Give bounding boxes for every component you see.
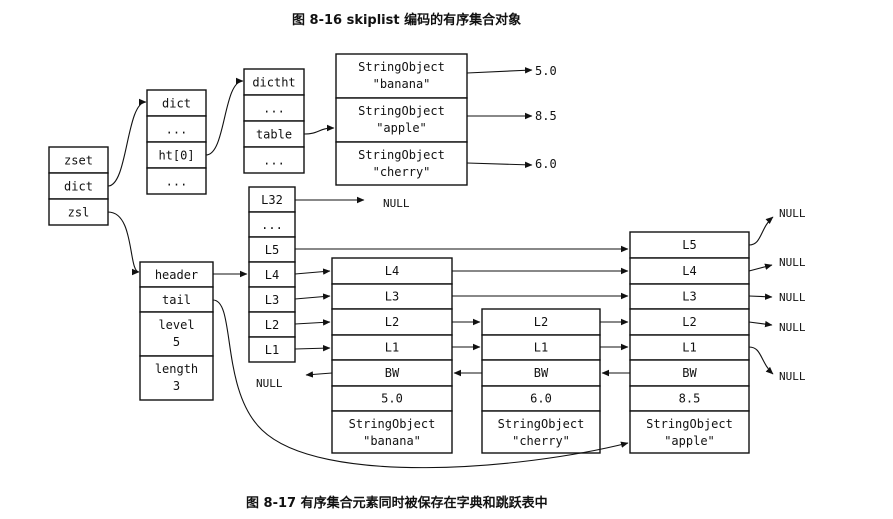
banana-member: "banana" — [363, 434, 421, 448]
dict-struct: dict ... ht[0] ... — [146, 89, 207, 195]
arrow-header-l1-banana — [294, 345, 331, 352]
arrow-apple-l5-null — [748, 216, 774, 246]
arrow-ht0-dictht — [205, 77, 244, 156]
apple-level-l5: L5 — [682, 238, 696, 252]
arrow-entry1-score — [466, 67, 533, 74]
null-label-backward: NULL — [256, 377, 283, 390]
header-level-l2: L2 — [265, 318, 279, 332]
banana-level-l4: L4 — [385, 264, 399, 278]
cherry-backward: BW — [534, 366, 549, 380]
dict-ellipsis-1: ... — [166, 123, 188, 137]
dict-entry-3-member: "cherry" — [373, 165, 431, 179]
zsl-level-value: 5 — [173, 335, 180, 349]
dict-entry-3-score: 6.0 — [535, 157, 557, 171]
arrow-header-l4-banana — [294, 268, 331, 275]
pointer-arrows — [107, 67, 774, 469]
null-label-l1: NULL — [779, 370, 806, 383]
apple-score: 8.5 — [679, 392, 701, 406]
dictht-table-field: table — [256, 128, 292, 142]
dict-entry-1-score: 5.0 — [535, 64, 557, 78]
cherry-level-l1: L1 — [534, 341, 548, 355]
header-level-l4: L4 — [265, 268, 279, 282]
arrow-banana-bw-null — [305, 371, 333, 378]
header-level-l1: L1 — [265, 343, 279, 357]
zskiplist-struct: header tail level 5 length 3 — [139, 261, 214, 401]
arrow-tail-apple — [212, 299, 629, 469]
skiplist-node-apple: L5 L4 L3 L2 L1 BW 8.5 StringObject "appl… — [629, 231, 750, 454]
apple-level-l4: L4 — [682, 264, 696, 278]
cherry-level-l2: L2 — [534, 315, 548, 329]
cherry-score: 6.0 — [530, 392, 552, 406]
null-labels: NULL NULL NULL NULL NULL NULL NULL — [256, 197, 806, 390]
null-label-l5: NULL — [779, 207, 806, 220]
cherry-member: "cherry" — [512, 434, 570, 448]
dict-entry-column: StringObject "banana" StringObject "appl… — [335, 53, 557, 186]
arrow-zsl-header — [107, 211, 140, 276]
dict-entry-2-type: StringObject — [358, 104, 445, 118]
zsl-tail-field: tail — [162, 293, 191, 307]
arrow-entry3-score — [466, 161, 533, 168]
dict-ht0-field: ht[0] — [158, 149, 194, 163]
dictht-ellipsis-2: ... — [263, 154, 285, 168]
arrow-header-l2-banana — [294, 319, 331, 326]
dictht-struct: dictht ... table ... — [243, 68, 305, 174]
banana-backward: BW — [385, 366, 400, 380]
arrow-apple-l4-null — [748, 263, 773, 272]
banana-level-l2: L2 — [385, 315, 399, 329]
dict-entry-3-type: StringObject — [358, 148, 445, 162]
arrow-header-l3-banana — [294, 293, 331, 300]
zset-label: zset — [64, 154, 93, 168]
zsl-length-value: 3 — [173, 379, 180, 393]
zsl-header-field: header — [155, 268, 198, 282]
dictht-label: dictht — [252, 76, 295, 90]
zset-dict-field: dict — [64, 180, 93, 194]
header-level-ellipsis: ... — [261, 218, 283, 232]
apple-object-type: StringObject — [646, 417, 733, 431]
arrow-apple-l1-null — [748, 346, 774, 375]
dict-entry-2-member: "apple" — [376, 121, 427, 135]
dict-entry-1-member: "banana" — [373, 77, 431, 91]
banana-level-l1: L1 — [385, 341, 399, 355]
figure-caption-bottom: 图 8-17 有序集合元素同时被保存在字典和跳跃表中 — [246, 496, 548, 511]
skiplist-header-node: L32 ... L5 L4 L3 L2 L1 — [248, 186, 296, 363]
null-label-l2: NULL — [779, 321, 806, 334]
banana-score: 5.0 — [381, 392, 403, 406]
apple-level-l3: L3 — [682, 290, 696, 304]
dictht-ellipsis-1: ... — [263, 102, 285, 116]
figure-caption-top: 图 8-16 skiplist 编码的有序集合对象 — [292, 13, 522, 28]
zset-struct: zset dict zsl — [48, 146, 109, 226]
banana-level-l3: L3 — [385, 290, 399, 304]
dict-entry-2-score: 8.5 — [535, 109, 557, 123]
arrow-zset-dict — [107, 98, 147, 187]
zset-zsl-field: zsl — [68, 206, 90, 220]
header-level-l5: L5 — [265, 243, 279, 257]
dict-ellipsis-2: ... — [166, 175, 188, 189]
dict-entry-1-type: StringObject — [358, 60, 445, 74]
arrow-table-entry — [303, 124, 335, 135]
arrow-apple-l3-null — [748, 293, 773, 300]
header-level-l32: L32 — [261, 193, 283, 207]
null-label-l3: NULL — [779, 291, 806, 304]
null-label-l4: NULL — [779, 256, 806, 269]
zsl-length-label: length — [155, 362, 198, 376]
null-label-l32: NULL — [383, 197, 410, 210]
arrow-apple-l2-null — [748, 320, 773, 328]
apple-backward: BW — [682, 366, 697, 380]
zsl-level-label: level — [158, 318, 194, 332]
banana-object-type: StringObject — [349, 417, 436, 431]
apple-level-l1: L1 — [682, 341, 696, 355]
dict-label: dict — [162, 97, 191, 111]
header-level-l3: L3 — [265, 293, 279, 307]
cherry-object-type: StringObject — [498, 417, 585, 431]
apple-member: "apple" — [664, 434, 715, 448]
skiplist-node-banana: L4 L3 L2 L1 BW 5.0 StringObject "banana" — [331, 257, 453, 454]
skiplist-node-cherry: L2 L1 BW 6.0 StringObject "cherry" — [481, 308, 601, 454]
apple-level-l2: L2 — [682, 315, 696, 329]
